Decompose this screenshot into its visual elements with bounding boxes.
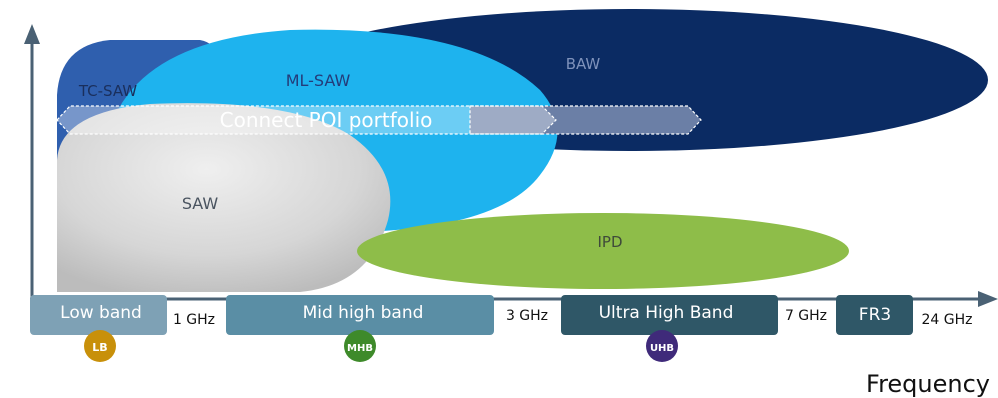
tc-saw-label: TC-SAW [78, 82, 137, 100]
ipd-label: IPD [597, 233, 622, 251]
band-mid-high: Mid high band [226, 295, 494, 335]
badge-uhb: UHB [646, 330, 678, 362]
marker-1ghz: 1 GHz [173, 312, 215, 328]
band-ultra-high-box [561, 295, 778, 335]
badge-uhb-circle [646, 330, 678, 362]
band-low: Low band [30, 295, 167, 335]
band-low-box [30, 295, 167, 335]
x-axis-label: Frequency [866, 370, 990, 398]
marker-3ghz: 3 GHz [506, 308, 548, 324]
ml-saw-label: ML-SAW [286, 71, 351, 90]
band-fr3-label: FR3 [859, 305, 891, 325]
portfolio-arrow [56, 105, 557, 135]
badge-lb: LB [84, 330, 116, 362]
band-ultra-high: Ultra High Band [561, 295, 778, 335]
band-fr3: FR3 [836, 295, 913, 335]
band-ultra-high-label: Ultra High Band [599, 303, 734, 323]
portfolio-arrow-extension [469, 105, 702, 135]
marker-24ghz: 24 GHz [922, 312, 973, 328]
badge-mhb: MHB [344, 330, 376, 362]
band-low-label: Low band [60, 303, 142, 323]
badge-mhb-label: MHB [347, 343, 373, 354]
band-mid-high-box [226, 295, 494, 335]
x-axis-arrowhead [978, 291, 998, 307]
badge-lb-circle [84, 330, 116, 362]
badge-uhb-label: UHB [650, 343, 674, 354]
marker-7ghz: 7 GHz [785, 308, 827, 324]
ipd-region [357, 213, 849, 289]
band-mid-high-label: Mid high band [303, 303, 424, 323]
baw-label: BAW [566, 55, 601, 73]
y-axis-arrowhead [24, 24, 40, 44]
badge-mhb-circle [344, 330, 376, 362]
band-fr3-box [836, 295, 913, 335]
portfolio-label: Connect POI portfolio [220, 108, 433, 132]
saw-region [57, 103, 391, 293]
saw-label: SAW [182, 194, 219, 213]
badge-lb-label: LB [92, 341, 107, 354]
